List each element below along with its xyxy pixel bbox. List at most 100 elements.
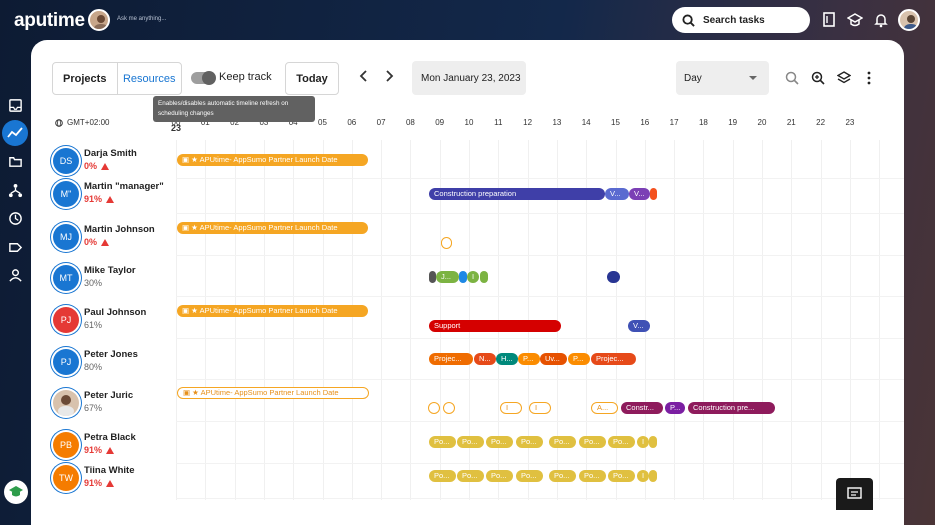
milestone-bar[interactable]: ▣ ★ APUtime- AppSumo Partner Launch Date [177,222,368,234]
task-bar[interactable]: Projec... [429,353,473,365]
milestone-bar[interactable]: ▣ ★ APUtime- AppSumo Partner Launch Date [177,305,368,317]
task-label: I [535,403,538,412]
task-bar[interactable]: Po... [549,470,576,482]
task-bar[interactable]: Support [429,320,561,332]
task-bar[interactable]: Po... [579,470,606,482]
task-bar[interactable]: Po... [457,436,484,448]
view-select[interactable]: Day [676,61,769,95]
task-bar[interactable]: Po... [486,470,513,482]
task-bar[interactable]: V... [629,188,650,200]
task-bar[interactable]: Constr... [621,402,663,414]
tab-resources[interactable]: Resources [116,63,182,94]
user-avatar[interactable] [898,9,920,31]
task-bar[interactable] [649,470,657,482]
task-bar[interactable] [607,271,620,283]
task-bar[interactable]: Po... [516,470,543,482]
ask-anything-input[interactable]: Ask me anything... [117,16,167,22]
app-logo[interactable]: aputime [14,10,85,31]
task-bar[interactable]: Po... [429,470,456,482]
hour-label: 16 [640,118,650,127]
graduation-cap-icon[interactable] [847,12,863,28]
task-bar[interactable]: I [500,402,522,414]
task-bar[interactable] [428,402,440,414]
task-label: A... [597,403,609,412]
hour-label: 04 [288,118,298,127]
task-label: Po... [491,437,507,446]
timezone-label: GMT+02:00 [55,118,109,127]
task-bar[interactable]: V... [605,188,629,200]
task-label: Support [434,321,461,330]
prev-button[interactable] [359,70,369,85]
zoom-out-icon[interactable] [785,71,799,85]
layers-icon[interactable] [837,71,851,85]
learning-center-button[interactable] [4,480,28,504]
milestone-bar[interactable]: ▣ ★ APUtime- AppSumo Partner Launch Date [177,387,369,399]
date-picker[interactable]: Mon January 23, 2023 [412,61,526,95]
tab-projects[interactable]: Projects [63,72,107,85]
task-bar[interactable]: Po... [608,470,635,482]
task-bar[interactable]: I [637,470,649,482]
task-bar[interactable] [429,271,436,283]
task-bar[interactable]: N... [474,353,496,365]
task-bar[interactable]: P... [568,353,590,365]
task-bar[interactable]: Po... [549,436,576,448]
today-button[interactable]: Today [285,62,339,95]
task-bar[interactable] [480,271,488,283]
sidebar-item-timeline[interactable] [2,120,28,146]
hierarchy-icon[interactable] [8,183,23,198]
task-bar[interactable]: Po... [579,436,606,448]
task-bar[interactable]: A... [591,402,618,414]
resource-utilization: 61% [84,320,102,330]
milestone-bar[interactable]: ▣ ★ APUtime- AppSumo Partner Launch Date [177,154,368,166]
keep-track-toggle[interactable] [191,71,216,85]
task-bar[interactable] [649,436,657,448]
bell-icon[interactable] [874,12,888,28]
task-bar[interactable]: Uv... [540,353,567,365]
folder-icon[interactable] [8,154,23,169]
task-bar[interactable]: Po... [516,436,543,448]
task-bar[interactable]: Po... [457,470,484,482]
task-bar[interactable]: I [529,402,551,414]
person-icon[interactable] [8,268,23,283]
task-bar[interactable]: I [467,271,479,283]
task-bar[interactable] [459,271,467,283]
bookmark-icon[interactable] [822,12,836,28]
tag-icon[interactable] [8,240,23,255]
task-label: Po... [491,471,507,480]
task-bar[interactable]: P... [665,402,685,414]
task-bar[interactable]: Po... [486,436,513,448]
task-bar[interactable]: Projec... [591,353,636,365]
task-bar[interactable]: I [637,436,649,448]
search-tasks-button[interactable]: Search tasks [672,7,810,33]
task-label: I [472,272,475,281]
resource-row[interactable]: M"Martin "manager"91% [53,181,178,215]
task-bar[interactable] [650,188,657,200]
zoom-in-icon[interactable] [811,71,825,85]
task-bar[interactable]: Po... [429,436,456,448]
task-bar[interactable] [443,402,455,414]
inbox-icon[interactable] [8,98,23,113]
task-label: Po... [434,471,450,480]
task-bar[interactable]: H... [496,353,518,365]
task-bar[interactable]: Construction pre... [688,402,775,414]
ai-assistant-avatar[interactable] [88,9,110,31]
more-vertical-icon[interactable] [865,71,873,85]
task-bar[interactable]: Construction preparation [429,188,605,200]
clock-icon[interactable] [8,211,23,226]
task-bar[interactable] [441,237,452,249]
task-label: Po... [613,437,629,446]
task-bar[interactable]: V... [628,320,650,332]
chat-button[interactable] [836,478,873,510]
task-bar[interactable]: P... [518,353,540,365]
task-bar[interactable]: J... [436,271,459,283]
task-bar[interactable]: Po... [608,436,635,448]
next-button[interactable] [384,70,394,85]
